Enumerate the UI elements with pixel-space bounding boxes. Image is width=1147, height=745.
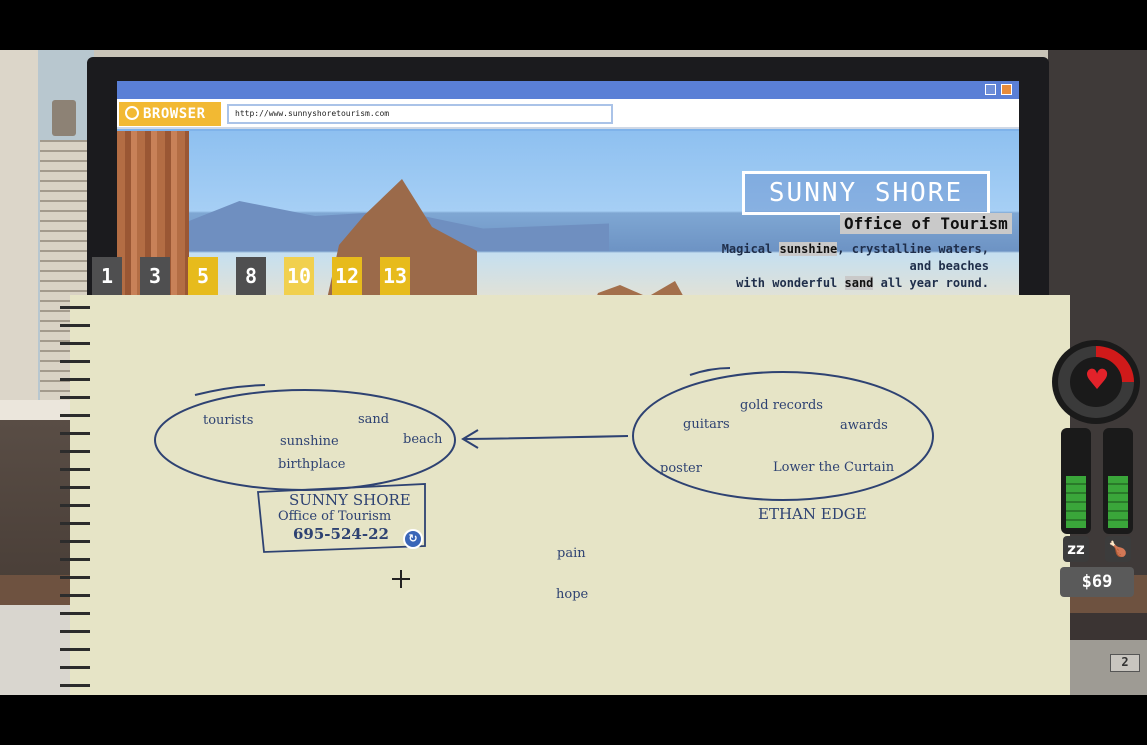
water-tower	[52, 100, 76, 136]
money-counter: $69	[1060, 567, 1134, 597]
clue-tourists[interactable]: tourists	[203, 413, 254, 428]
clue-sand[interactable]: sand	[358, 412, 390, 427]
refresh-icon[interactable]: ↻	[403, 529, 423, 549]
sleep-icon: zz	[1063, 536, 1089, 562]
clue-lower-the-curtain[interactable]: Lower the Curtain	[773, 460, 895, 475]
tagline-part: Magical	[721, 242, 780, 256]
tab-13[interactable]: 13	[380, 257, 410, 295]
clue-poster[interactable]: poster	[660, 461, 702, 476]
letterbox-bottom	[0, 695, 1147, 745]
tagline-part: all year round.	[873, 276, 989, 290]
browser-toolbar: BROWSER http://www.sunnyshoretourism.com	[117, 99, 1019, 129]
url-bar[interactable]: http://www.sunnyshoretourism.com	[227, 104, 613, 124]
close-icon[interactable]	[1001, 84, 1012, 95]
letterbox-top	[0, 0, 1147, 50]
compass-icon	[125, 106, 139, 120]
tagline-part: , crystalline waters, and beaches	[837, 242, 989, 273]
office-scene: 2 BROWSER http://www.sunnyshoretourism.c…	[0, 50, 1147, 695]
site-tagline: Magical sunshine, crystalline waters, an…	[717, 241, 989, 292]
card-phone-number[interactable]: 695-524-22	[293, 525, 389, 543]
tab-1[interactable]: 1	[92, 257, 122, 295]
food-icon: 🍗	[1105, 536, 1131, 562]
browser-titlebar	[117, 81, 1019, 99]
heart-icon: ♥	[1084, 363, 1110, 396]
card-line-1[interactable]: SUNNY SHORE	[289, 491, 411, 509]
food-meter	[1103, 428, 1133, 534]
browser-home-button[interactable]: BROWSER	[119, 102, 221, 126]
site-logo: SUNNY SHORE	[742, 171, 990, 215]
site-subtitle: Office of Tourism	[840, 213, 1012, 234]
clue-beach[interactable]: beach	[403, 432, 443, 447]
sleep-meter-fill	[1066, 476, 1086, 528]
notepad-page	[70, 295, 1070, 695]
tab-5[interactable]: 5	[188, 257, 218, 295]
tagline-part: with wonderful	[736, 276, 845, 290]
clue-pain[interactable]: pain	[557, 546, 586, 561]
clue-guitars[interactable]: guitars	[683, 417, 730, 432]
clue-sunshine[interactable]: sunshine	[280, 434, 339, 449]
browser-brand-label: BROWSER	[143, 106, 206, 122]
clue-awards[interactable]: awards	[840, 418, 888, 433]
sleep-meter	[1061, 428, 1091, 534]
clue-gold-records[interactable]: gold records	[740, 398, 823, 413]
keyword-sunshine[interactable]: sunshine	[779, 242, 838, 256]
minimize-icon[interactable]	[985, 84, 996, 95]
clue-birthplace[interactable]: birthplace	[278, 457, 346, 472]
tab-8[interactable]: 8	[236, 257, 266, 295]
food-meter-fill	[1108, 476, 1128, 528]
tab-3[interactable]: 3	[140, 257, 170, 295]
person-ethan-edge[interactable]: ETHAN EDGE	[758, 505, 867, 523]
clue-hope[interactable]: hope	[556, 587, 589, 602]
phone-key[interactable]: 2	[1110, 654, 1140, 672]
card-line-2[interactable]: Office of Tourism	[278, 509, 392, 524]
health-dial-core	[1070, 357, 1122, 407]
crosshair-cursor	[392, 570, 410, 588]
notepad-spiral	[60, 300, 90, 695]
tab-12[interactable]: 12	[332, 257, 362, 295]
keyword-sand[interactable]: sand	[844, 276, 874, 290]
